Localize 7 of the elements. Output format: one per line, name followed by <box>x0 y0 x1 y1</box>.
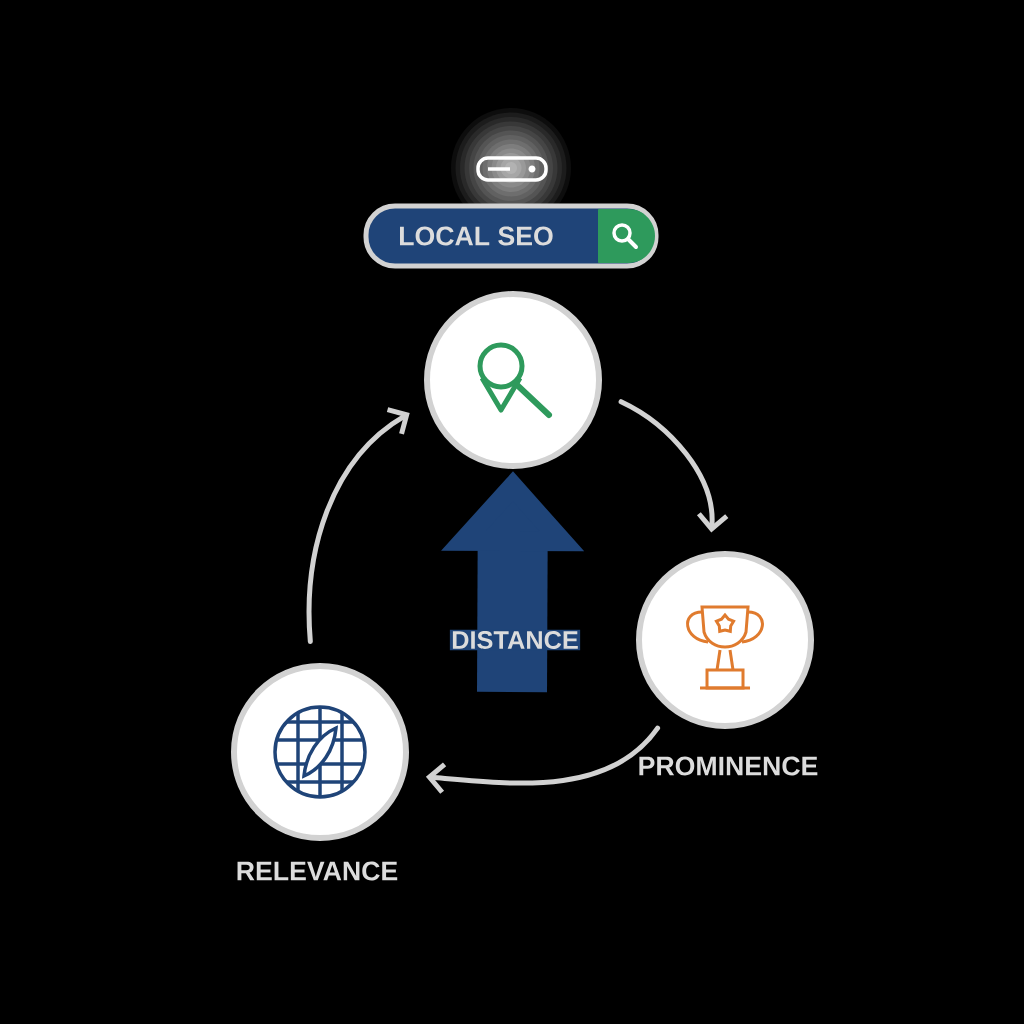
node-label: PROMINENCE <box>639 756 818 776</box>
edge-label: DISTANCE <box>452 631 578 649</box>
icon-circle <box>424 291 602 469</box>
arrow <box>425 725 661 794</box>
node-label: RELEVANCE <box>237 861 398 881</box>
arrow <box>306 407 410 644</box>
arrow <box>618 399 729 533</box>
